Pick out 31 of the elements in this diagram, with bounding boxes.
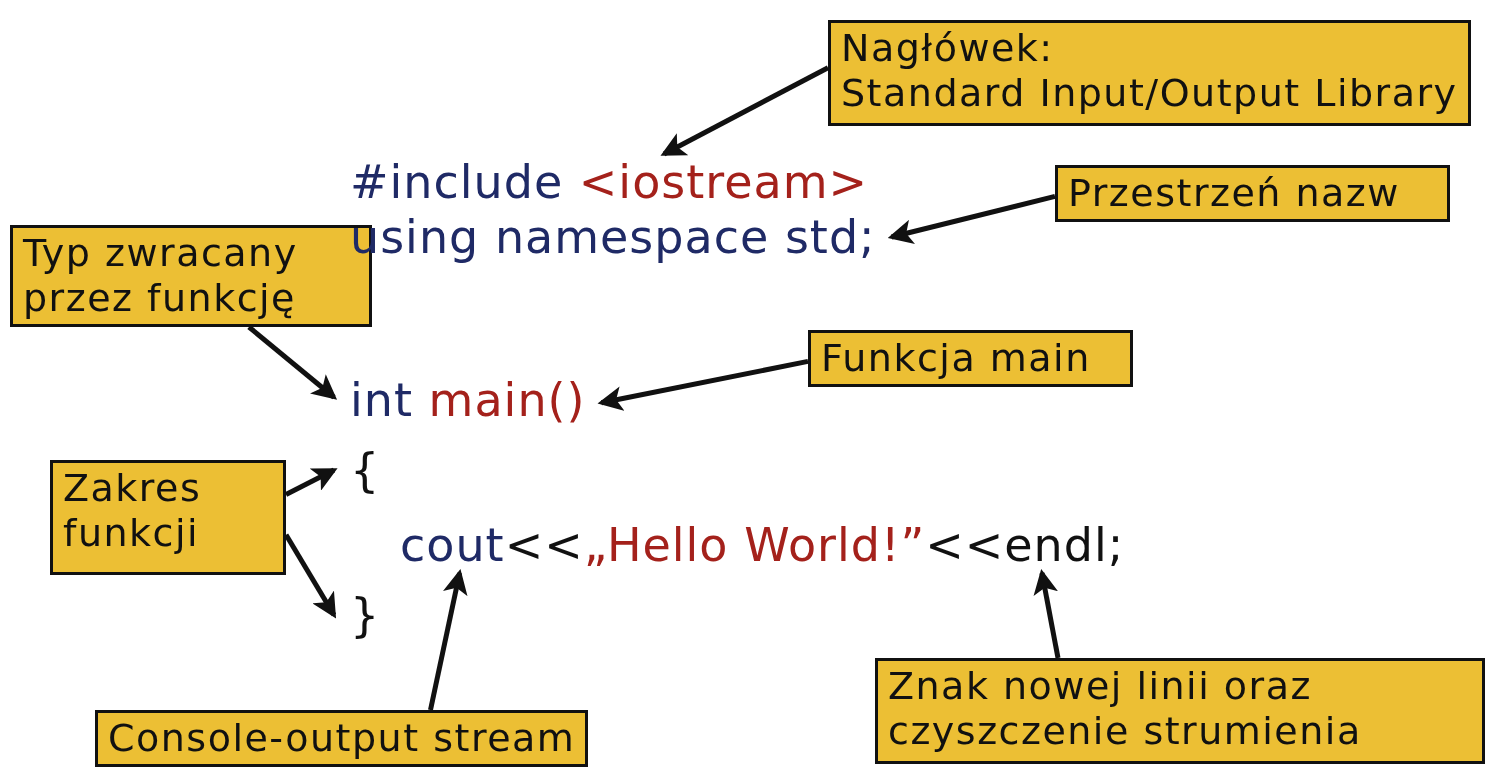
callout-text: Przestrzeń nazw: [1068, 171, 1401, 216]
callout-box: [828, 20, 1471, 126]
leader-arrow: [247, 325, 338, 400]
code-text: „Hello World!”: [583, 518, 926, 572]
code-text: {: [350, 443, 381, 497]
callout-box: [50, 460, 286, 575]
code-text: <<endl;: [925, 518, 1125, 572]
code-text: <<: [504, 518, 584, 572]
callout-text: Zakres funkcji: [63, 466, 203, 556]
callout-box: [95, 710, 589, 767]
leader-arrow: [887, 193, 1056, 245]
callout-text: Standard Input/Output Library: [841, 71, 1458, 116]
leader-arrow: [660, 65, 830, 157]
code-text: #include: [350, 155, 564, 209]
leader-arrow: [428, 569, 468, 711]
callout-text: Typ zwracany przez funkcję: [23, 231, 299, 321]
callout-text: Funkcja main: [821, 336, 1092, 381]
code-text: <iostream>: [578, 155, 869, 209]
callout-box: [875, 658, 1485, 764]
code-text: int: [350, 373, 413, 427]
callout-text: Console-output stream: [108, 716, 576, 761]
leader-arrow: [597, 358, 809, 411]
callout-box: [1055, 165, 1450, 222]
code-text: main(): [428, 373, 586, 427]
callout-box: [808, 330, 1133, 387]
leader-arrow: [284, 467, 338, 497]
callout-text: Znak nowej linii oraz czyszczenie strumienia: [888, 664, 1363, 754]
code-text: cout: [400, 518, 505, 572]
code-text: }: [350, 588, 381, 642]
leader-arrow: [1033, 569, 1061, 659]
callout-text: Nagłówek:: [841, 26, 1055, 71]
